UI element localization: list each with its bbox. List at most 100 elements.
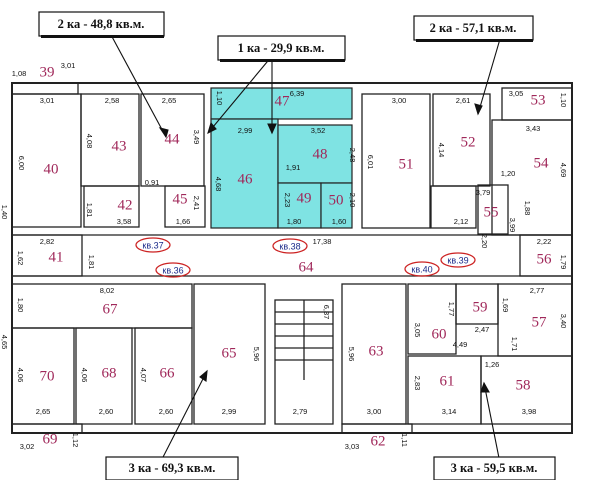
callout-leaders xyxy=(109,32,501,464)
dimension-label: 1,12 xyxy=(71,433,80,448)
dimension-label: 3,05 xyxy=(509,89,524,98)
dimension-label: 2,99 xyxy=(238,126,253,135)
dimension-label: 1,79 xyxy=(559,255,568,270)
apartment-label: кв.39 xyxy=(447,255,468,265)
room-number: 41 xyxy=(49,249,64,265)
dimension-label: 4,08 xyxy=(85,134,94,149)
dimension-label: 1,69 xyxy=(501,298,510,313)
room-number: 49 xyxy=(297,190,312,206)
room-number: 40 xyxy=(44,161,59,177)
dimension-label: 3,00 xyxy=(367,407,382,416)
dimension-label: 3,03 xyxy=(345,442,360,451)
room-number: 65 xyxy=(222,345,237,361)
room-number: 67 xyxy=(103,301,119,317)
dimension-label: 1,80 xyxy=(287,217,302,226)
room-number: 39 xyxy=(40,64,55,80)
room-numbers: 39 40 41 42 43 44 45 46 47 48 49 50 51 5… xyxy=(40,64,553,449)
dimension-label: 2,47 xyxy=(475,325,490,334)
apartment-label: кв.40 xyxy=(411,264,432,274)
dimension-label: 2,65 xyxy=(162,96,177,105)
dimension-label: 3,52 xyxy=(311,126,326,135)
dimension-label: 3,00 xyxy=(392,96,407,105)
callout-box-3: 2 ка - 57,1 кв.м. xyxy=(413,15,534,42)
dimension-label: 4,06 xyxy=(16,368,25,383)
room-number: 64 xyxy=(299,259,315,275)
dimension-label: 1,62 xyxy=(16,251,25,266)
dimension-label: 3,79 xyxy=(476,188,491,197)
callout-box-1: 2 ка - 48,8 кв.м. xyxy=(38,11,165,38)
room-number: 46 xyxy=(238,171,254,187)
room-number: 66 xyxy=(160,365,176,381)
dimension-label: 1,10 xyxy=(559,93,568,108)
dimension-label: 2,23 xyxy=(283,193,292,208)
dimension-label: 0,91 xyxy=(145,178,160,187)
dimension-label: 2,41 xyxy=(192,196,201,211)
dimension-label: 2,22 xyxy=(537,237,552,246)
dimension-label: 2,79 xyxy=(293,407,308,416)
dimension-label: 1,60 xyxy=(332,217,347,226)
callout-box-4: 3 ка - 69,3 кв.м. xyxy=(105,456,239,480)
room-number: 69 xyxy=(43,431,58,447)
dimension-label: 6,37 xyxy=(322,305,331,320)
dimension-label: 6,00 xyxy=(17,156,26,171)
dimension-label: 4,49 xyxy=(453,340,468,349)
room-number: 47 xyxy=(275,93,291,109)
dimension-label: 1,20 xyxy=(501,169,516,178)
callout-text: 1 ка - 29,9 кв.м. xyxy=(238,41,325,55)
dimension-label: 1,11 xyxy=(400,433,409,447)
dimension-label: 3,98 xyxy=(522,407,537,416)
dimension-label: 2,20 xyxy=(480,234,489,249)
dimension-label: 4,69 xyxy=(559,163,568,178)
dimension-label: 3,58 xyxy=(117,217,132,226)
dimension-label: 4,65 xyxy=(0,335,9,350)
room-number: 55 xyxy=(484,204,499,220)
dimension-label: 2,65 xyxy=(36,407,51,416)
room-number: 53 xyxy=(531,92,546,108)
dimension-label: 2,60 xyxy=(99,407,114,416)
dimension-label: 5,96 xyxy=(347,347,356,362)
highlighted-apartment-38 xyxy=(210,87,353,229)
dimension-label: 1,80 xyxy=(16,298,25,313)
dimension-label: 2,61 xyxy=(456,96,471,105)
dimensions: 1,08 3,01 3,01 2,58 2,65 6,00 4,08 3,49 … xyxy=(0,61,568,451)
dimension-label: 1,10 xyxy=(215,91,224,106)
walls xyxy=(11,82,573,434)
dimension-label: 1,81 xyxy=(87,255,96,270)
dimension-label: 3,05 xyxy=(413,323,422,338)
dimension-label: 3,01 xyxy=(40,96,55,105)
room-number: 54 xyxy=(534,155,550,171)
dimension-label: 4,06 xyxy=(80,368,89,383)
dimension-label: 3,01 xyxy=(61,61,76,70)
room-number: 45 xyxy=(173,191,188,207)
room-number: 52 xyxy=(461,134,476,150)
dimension-label: 1,26 xyxy=(485,360,500,369)
room-number: 63 xyxy=(369,343,384,359)
dimension-label: 5,96 xyxy=(252,347,261,362)
room-number: 61 xyxy=(440,373,455,389)
apartment-label: кв.38 xyxy=(279,241,300,251)
dimension-label: 8,02 xyxy=(100,286,115,295)
room-number: 43 xyxy=(112,138,127,154)
dimension-label: 1,81 xyxy=(85,203,94,218)
callout-text: 2 ка - 48,8 кв.м. xyxy=(58,17,145,31)
room-number: 50 xyxy=(329,192,344,208)
dimension-label: 3,43 xyxy=(526,124,541,133)
callout-box-5: 3 ка - 59,5 кв.м. xyxy=(433,456,556,480)
room-number: 60 xyxy=(432,326,447,342)
room-number: 68 xyxy=(102,365,117,381)
dimension-label: 2,77 xyxy=(530,286,545,295)
dimension-label: 2,82 xyxy=(40,237,55,246)
callout-text: 2 ка - 57,1 кв.м. xyxy=(430,21,517,35)
dimension-label: 2,83 xyxy=(413,376,422,391)
dimension-label: 1,66 xyxy=(176,217,191,226)
room-number: 42 xyxy=(118,197,133,213)
room-number: 59 xyxy=(473,299,488,315)
dimension-label: 1,91 xyxy=(286,163,301,172)
dimension-label: 3,49 xyxy=(192,130,201,145)
room-number: 51 xyxy=(399,156,414,172)
dimension-label: 2,10 xyxy=(348,193,357,208)
dimension-label: 2,58 xyxy=(105,96,120,105)
room-number: 48 xyxy=(313,146,328,162)
dimension-label: 2,48 xyxy=(348,148,357,163)
